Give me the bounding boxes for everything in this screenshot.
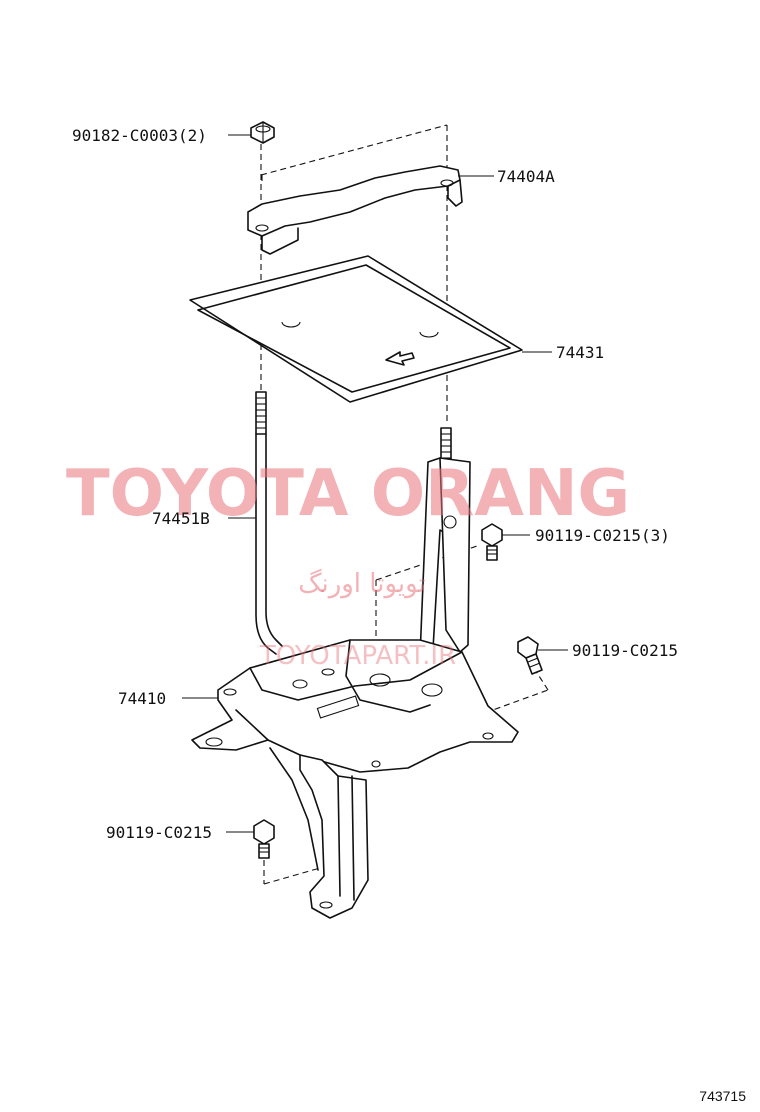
label-battery-tray: 74431 xyxy=(556,343,604,362)
nut-90182-icon xyxy=(250,121,275,144)
watermark-persian: تویوتا اورنگ xyxy=(298,568,426,599)
figure-number: 743715 xyxy=(699,1088,746,1104)
label-hold-down-clamp: 74404A xyxy=(497,167,555,186)
hold-down-clamp xyxy=(247,165,463,255)
bolt-90119-left-icon xyxy=(253,819,275,859)
label-nut-top: 90182-C0003(2) xyxy=(72,126,207,145)
battery-carrier xyxy=(191,457,519,919)
bolt-90119-right-icon xyxy=(517,636,543,675)
hold-down-bolt xyxy=(255,391,283,655)
label-carrier: 74410 xyxy=(118,689,166,708)
bolt-90119-upper-icon xyxy=(481,523,503,561)
label-bolt-left-lower: 90119-C0215 xyxy=(106,823,212,842)
label-bolt-right-lower: 90119-C0215 xyxy=(572,641,678,660)
label-bolt-right-upper: 90119-C0215(3) xyxy=(535,526,670,545)
label-hold-down-bolt: 74451B xyxy=(152,509,210,528)
watermark-site: TOYOTAPART.IR xyxy=(259,641,456,671)
watermark-main: TOYOTA ORANG xyxy=(66,457,630,531)
battery-tray xyxy=(189,255,523,403)
